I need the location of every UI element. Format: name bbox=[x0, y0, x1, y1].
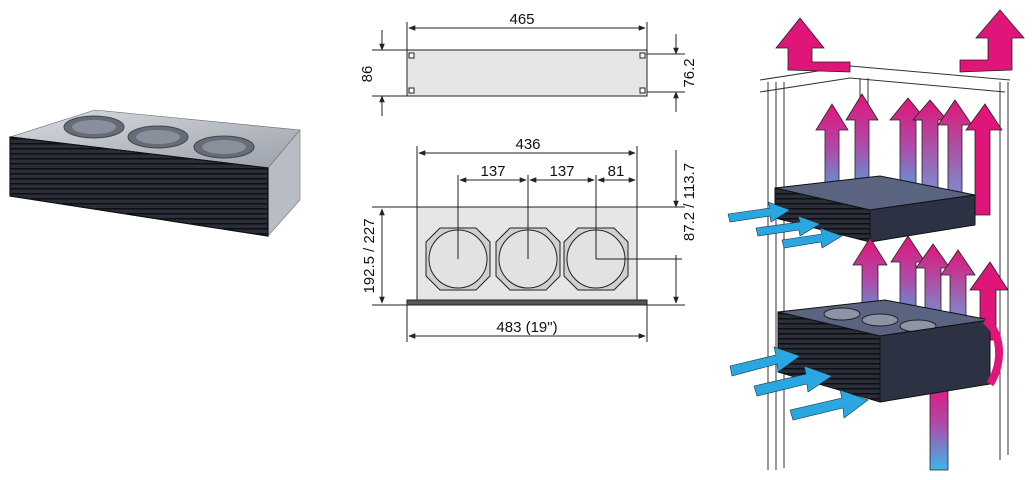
front-view-drawing bbox=[372, 22, 685, 116]
product-photo bbox=[9, 109, 301, 237]
top-view-drawing bbox=[372, 146, 685, 342]
airflow-illustration bbox=[727, 9, 1025, 471]
fan-icon bbox=[861, 313, 899, 327]
dim-front-height: 86 bbox=[359, 66, 376, 83]
lower-rising-arrows bbox=[852, 235, 1009, 471]
dim-fan-spacing-1: 137 bbox=[480, 163, 505, 180]
fan-icon bbox=[823, 307, 861, 321]
dim-top-depth-total: 436 bbox=[515, 136, 540, 153]
upper-fan-unit bbox=[774, 175, 976, 243]
intake-arrows-lower bbox=[729, 346, 869, 421]
dim-fan-spacing-2: 137 bbox=[549, 163, 574, 180]
fan-icon bbox=[63, 115, 125, 139]
fan-icon bbox=[127, 125, 189, 149]
exhaust-arrow-icon bbox=[959, 9, 1025, 73]
intake-arrows-upper bbox=[727, 201, 843, 249]
dim-side-depth: 87.2 / 113.7 bbox=[681, 163, 698, 241]
dim-front-inner-height: 76.2 bbox=[681, 58, 698, 87]
dim-top-side-depth: 192.5 / 227 bbox=[361, 218, 378, 293]
dim-rack-width: 483 (19") bbox=[496, 319, 557, 336]
exhaust-arrow-icon bbox=[775, 17, 851, 73]
dim-front-width: 465 bbox=[509, 11, 534, 28]
dim-fan-edge-offset: 81 bbox=[608, 163, 625, 180]
fan-icon bbox=[193, 135, 255, 159]
upper-rising-arrows bbox=[815, 93, 1003, 216]
